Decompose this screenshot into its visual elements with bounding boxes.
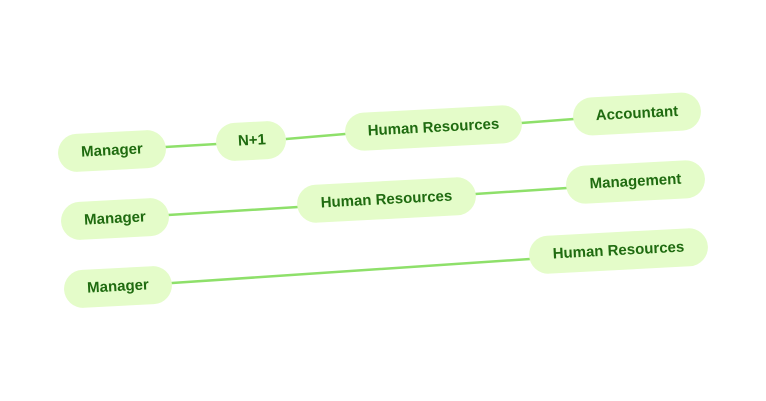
connector-line xyxy=(166,205,300,217)
connector-line xyxy=(284,132,347,141)
connector-line xyxy=(170,257,532,285)
connector-line xyxy=(163,142,219,149)
role-node: Manager xyxy=(63,265,173,309)
role-node: Human Resources xyxy=(528,227,709,275)
connector-line xyxy=(519,117,576,125)
connector-line xyxy=(473,186,569,196)
